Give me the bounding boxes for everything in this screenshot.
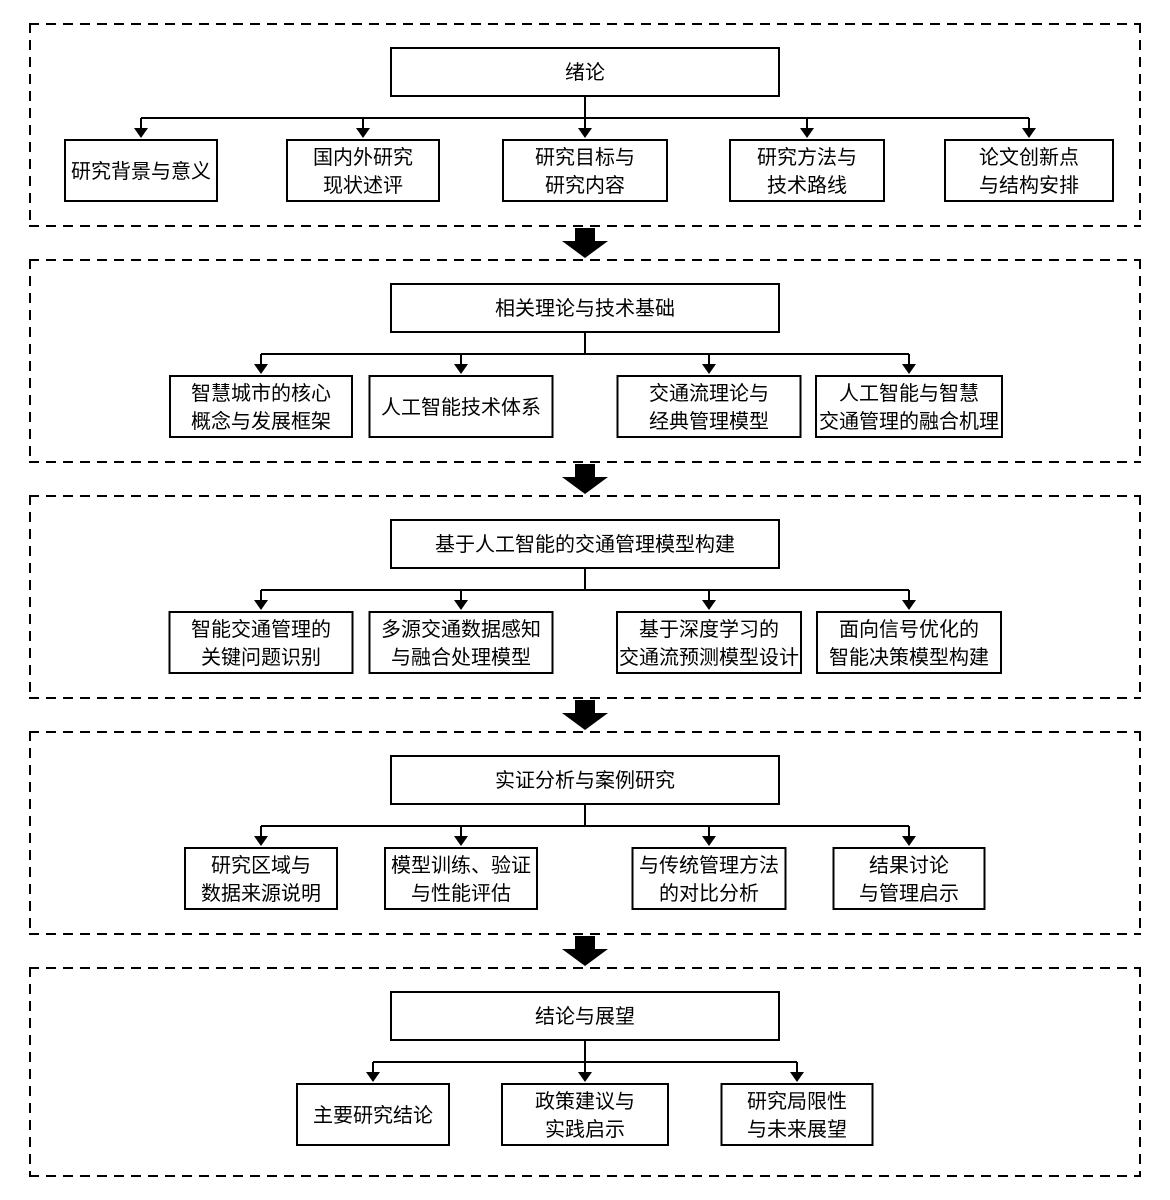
section-theory-foundation-title: 相关理论与技术基础 [390,283,780,333]
node-study-area-data-sources: 研究区域与 数据来源说明 [184,847,338,910]
down-block-arrow [562,936,608,966]
node-ai-technology-system: 人工智能技术体系 [368,375,554,438]
section-empirical-analysis: 实证分析与案例研究 研究区域与 数据来源说明 模型训练、验证 与性能评估 与传统… [29,731,1141,935]
node-results-management-implications: 结果讨论 与管理启示 [832,847,986,910]
section-conclusion: 结论与展望 主要研究结论 政策建议与 实践启示 研究局限性 与未来展望 [29,967,1141,1177]
section-introduction: 绪论 研究背景与意义 国内外研究 现状述评 研究目标与 研究内容 研究方法与 技… [29,23,1141,227]
flow-gap-2 [562,463,608,495]
node-literature-review: 国内外研究 现状述评 [286,139,440,202]
node-model-training-evaluation: 模型训练、验证 与性能评估 [384,847,538,910]
node-comparison-traditional-methods: 与传统管理方法 的对比分析 [631,847,787,910]
node-research-background-significance: 研究背景与意义 [64,139,218,202]
flow-gap-4 [562,935,608,967]
node-main-conclusions: 主要研究结论 [296,1083,450,1146]
flow-gap-3 [562,699,608,731]
node-key-problem-identification: 智能交通管理的 关键问题识别 [168,611,354,674]
down-block-arrow [562,700,608,730]
flow-gap-1 [562,227,608,259]
node-methods-technical-route: 研究方法与 技术路线 [729,139,885,202]
down-block-arrow [562,228,608,258]
section-theory-foundation: 相关理论与技术基础 智慧城市的核心 概念与发展框架 人工智能技术体系 交通流理论… [29,259,1141,463]
section-empirical-analysis-title: 实证分析与案例研究 [390,755,780,805]
section-model-construction: 基于人工智能的交通管理模型构建 智能交通管理的 关键问题识别 多源交通数据感知 … [29,495,1141,699]
down-block-arrow [562,464,608,494]
node-ai-traffic-integration: 人工智能与智慧 交通管理的融合机理 [815,375,1003,438]
node-innovations-structure: 论文创新点 与结构安排 [944,139,1114,202]
section-model-construction-title: 基于人工智能的交通管理模型构建 [390,519,780,569]
node-smart-city-concepts: 智慧城市的核心 概念与发展框架 [169,375,353,438]
node-limitations-future-outlook: 研究局限性 与未来展望 [720,1083,874,1146]
section-introduction-title: 绪论 [390,47,780,97]
node-signal-optimization-decision: 面向信号优化的 智能决策模型构建 [816,611,1002,674]
section-conclusion-title: 结论与展望 [390,991,780,1041]
node-policy-recommendations: 政策建议与 实践启示 [501,1083,669,1146]
node-deep-learning-prediction: 基于深度学习的 交通流预测模型设计 [616,611,802,674]
node-objectives-and-content: 研究目标与 研究内容 [502,139,668,202]
node-traffic-flow-theory: 交通流理论与 经典管理模型 [616,375,802,438]
node-multisource-data-fusion: 多源交通数据感知 与融合处理模型 [368,611,554,674]
